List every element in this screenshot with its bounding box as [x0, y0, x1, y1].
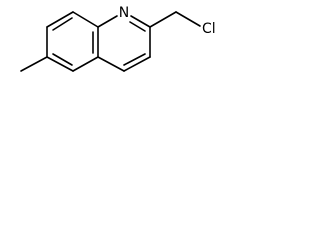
bond-c2-ch2: [149, 11, 177, 28]
bond-c8a-n1: [97, 15, 118, 28]
double-bond-c7-c8-inner: [52, 17, 73, 31]
double-bond-c5-c6-inner: [52, 53, 73, 66]
double-bond-c3-c4-inner: [123, 53, 146, 66]
bond-c7-c8: [46, 11, 74, 28]
structure-diagram: N Cl: [0, 0, 258, 94]
bond-c6-ch3: [20, 56, 48, 72]
atom-label-chlorine: Cl: [202, 21, 216, 37]
bond-c8-c8a: [72, 11, 99, 28]
bond-ch2-cl: [175, 11, 201, 27]
structure-canvas: N Cl: [20, 5, 216, 72]
bond-c3-c4: [123, 56, 151, 72]
bond-c4-c4a: [97, 56, 125, 72]
bond-n1-c2: [130, 15, 151, 28]
atom-label-nitrogen: N: [119, 5, 129, 21]
bond-c5-c6: [46, 56, 74, 72]
bond-c4a-c5: [72, 56, 99, 72]
double-bond-n1-c2-inner: [129, 21, 146, 32]
